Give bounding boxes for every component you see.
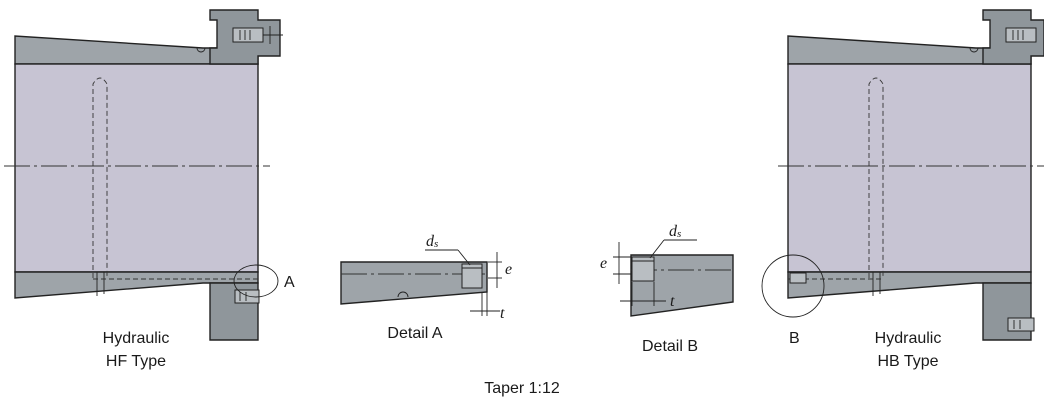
hb-oil-channel	[868, 77, 884, 278]
taper-caption: Taper 1:12	[484, 380, 560, 397]
hb-label-line2: HB Type	[877, 353, 938, 370]
hf-lower-bolt	[234, 289, 260, 304]
hb-label-line1: Hydraulic	[875, 330, 942, 347]
detail-a-ds-leader	[457, 249, 471, 266]
hf-oil-channel	[92, 77, 108, 278]
detail-a	[340, 249, 502, 316]
detail-b-label: Detail B	[642, 338, 698, 355]
hf-label-line2: HF Type	[106, 353, 166, 370]
marker-a-label: A	[284, 274, 295, 291]
hb-body	[787, 63, 1032, 273]
detail-b-marker-circle	[761, 254, 825, 318]
detail-a-t-symbol: t	[500, 305, 505, 322]
detail-a-plug	[461, 263, 483, 289]
detail-a-ds-symbol: ds	[426, 233, 438, 250]
hb-upper-notch	[969, 47, 979, 53]
hb-plug	[789, 272, 807, 284]
detail-a-marker-circle	[233, 264, 279, 298]
hf-upper-bolt	[232, 27, 264, 43]
hf-label-line1: Hydraulic	[103, 330, 170, 347]
detail-b-e-symbol: e	[600, 255, 607, 272]
marker-b-label: B	[789, 330, 800, 347]
detail-b-plug	[631, 256, 655, 282]
hb-upper-bolt	[1005, 27, 1037, 43]
hf-upper-notch	[196, 47, 206, 53]
detail-b-ds-leader	[649, 239, 665, 259]
detail-a-label: Detail A	[387, 325, 442, 342]
hf-body	[14, 63, 259, 273]
detail-b-t-symbol: t	[670, 293, 675, 310]
detail-a-notch	[397, 291, 409, 298]
detail-b-ds-symbol: ds	[669, 223, 681, 240]
detail-a-e-symbol: e	[505, 261, 512, 278]
hb-type-sleeve	[761, 9, 1044, 341]
hf-type-sleeve	[4, 9, 283, 341]
detail-b	[613, 239, 734, 317]
hb-lower-bolt	[1007, 317, 1035, 332]
